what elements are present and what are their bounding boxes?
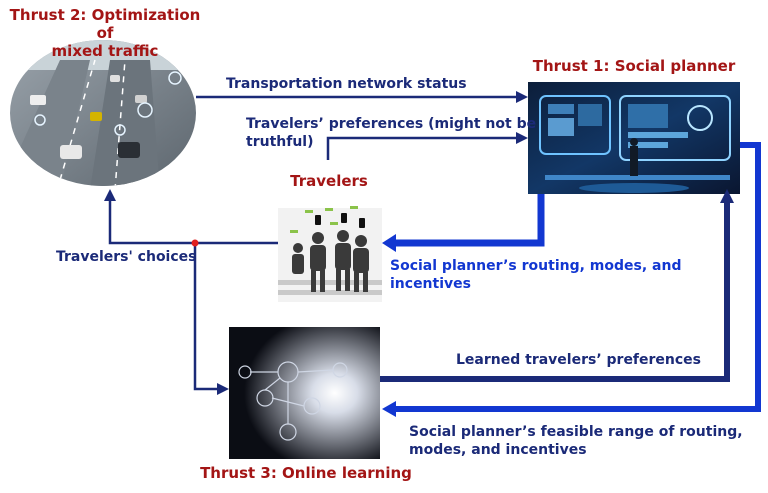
traffic-image [10, 40, 196, 186]
label-preferences-line1: Travelers’ preferences (might not be [246, 116, 537, 132]
label-feasible-line1: Social planner’s feasible range of routi… [409, 424, 743, 440]
thrust2-title: Thrust 2: Optimization of mixed traffic [5, 6, 205, 60]
label-travelers-choices: Travelers' choices [56, 249, 197, 265]
planner-image [528, 82, 740, 194]
travelers-image [278, 206, 382, 302]
label-routing-line1: Social planner’s routing, modes, and [390, 258, 682, 274]
label-preferences-line2: truthful) [246, 134, 314, 150]
thrust2-title-line1: Thrust 2: Optimization of [9, 6, 201, 42]
arrows [104, 91, 761, 417]
learning-image [229, 327, 380, 459]
label-routing-line2: incentives [390, 276, 471, 292]
label-feasible-line2: modes, and incentives [409, 442, 587, 458]
label-network-status: Transportation network status [226, 76, 467, 92]
thrust2-title-line2: mixed traffic [51, 42, 159, 60]
thrust3-title: Thrust 3: Online learning [200, 464, 412, 482]
thrust1-title: Thrust 1: Social planner [532, 57, 736, 75]
label-learned-preferences: Learned travelers’ preferences [456, 352, 702, 368]
travelers-title: Travelers [290, 172, 368, 190]
